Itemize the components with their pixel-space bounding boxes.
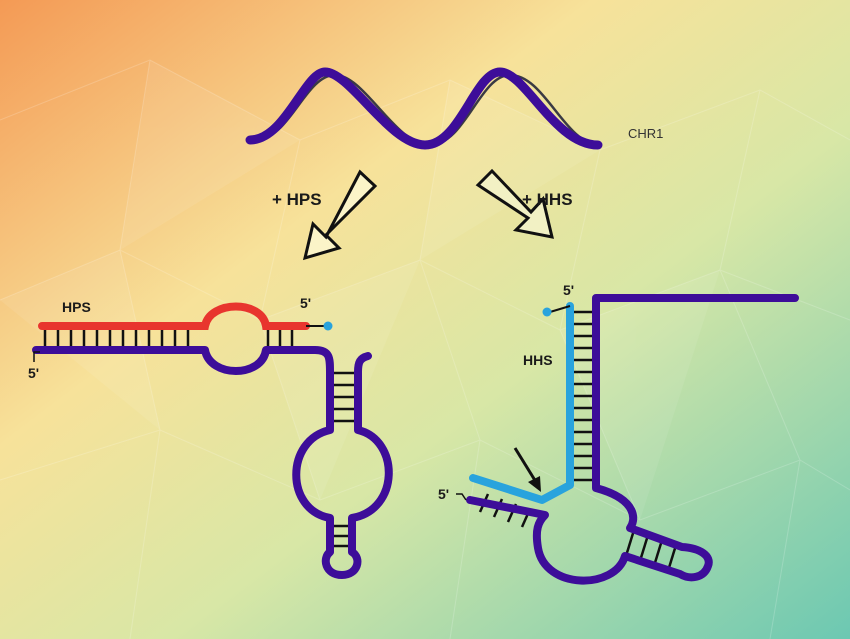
hhs-complex: 5' HHS 5' bbox=[438, 282, 799, 585]
arrow-icon bbox=[513, 447, 541, 492]
left-reagent-label: + HPS bbox=[272, 190, 322, 209]
hhs-five-prime-label: 5' bbox=[563, 282, 574, 298]
chr-label: CHR1 bbox=[628, 126, 663, 141]
hhs-label: HHS bbox=[523, 352, 553, 368]
helix-front-strand bbox=[245, 67, 603, 150]
hps-end-dot bbox=[323, 321, 333, 331]
right-arrow-icon bbox=[475, 168, 554, 239]
hhs-probe-strand bbox=[469, 302, 574, 504]
hps-complex: HPS 5' 5' bbox=[28, 295, 393, 579]
hhs-target-rna bbox=[466, 294, 799, 585]
chromosome-helix: CHR1 bbox=[245, 67, 663, 150]
hps-probe-strand bbox=[38, 302, 310, 330]
left-arrow-icon bbox=[302, 169, 378, 261]
hps-target-rna bbox=[32, 346, 393, 579]
target-left-five-prime-label: 5' bbox=[28, 365, 39, 381]
hps-label: HPS bbox=[62, 299, 91, 315]
hps-five-prime-label: 5' bbox=[300, 295, 311, 311]
right-reagent-label: + HHS bbox=[522, 190, 573, 209]
target-right-five-prime-label: 5' bbox=[438, 486, 449, 502]
hhs-end-dot bbox=[542, 307, 552, 317]
